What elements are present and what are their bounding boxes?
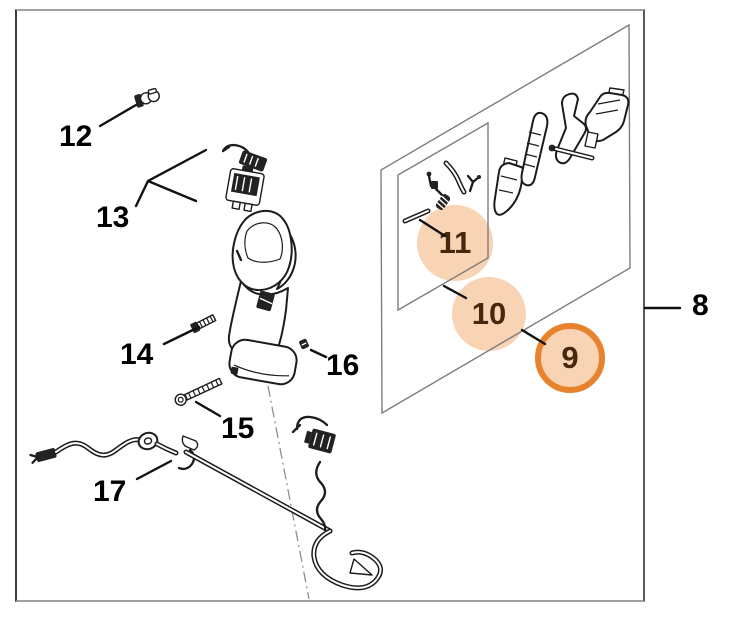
part-drawing-throttle-trigger bbox=[493, 157, 525, 216]
part-drawing-switch-housing bbox=[584, 87, 630, 149]
callout-label-17[interactable]: 17 bbox=[93, 475, 127, 508]
callout-label-8[interactable]: 8 bbox=[692, 289, 709, 322]
part-drawing-14 bbox=[190, 314, 217, 334]
callout-circle-9[interactable]: 9 bbox=[535, 323, 605, 393]
part-drawing-11-pin bbox=[402, 208, 431, 224]
part-drawing-small-parts bbox=[426, 160, 481, 210]
callout-number-10: 10 bbox=[471, 296, 507, 331]
callout-number-11: 11 bbox=[438, 225, 472, 260]
centerline bbox=[267, 385, 310, 600]
leader-16 bbox=[309, 348, 328, 359]
leader-15 bbox=[194, 400, 222, 418]
part-drawing-lever-with-pin bbox=[548, 92, 595, 165]
leader-14 bbox=[162, 325, 201, 346]
leader-11 bbox=[418, 218, 447, 238]
callout-label-15[interactable]: 15 bbox=[221, 412, 255, 445]
callout-label-13[interactable]: 13 bbox=[96, 201, 130, 234]
part-drawing-12 bbox=[134, 87, 160, 108]
leader-lines bbox=[98, 103, 682, 481]
callout-label-12[interactable]: 12 bbox=[59, 120, 93, 153]
callout-circle-10[interactable]: 10 bbox=[452, 277, 526, 351]
callout-circle-11[interactable]: 11 bbox=[417, 205, 493, 281]
leader-9 bbox=[520, 328, 547, 346]
part-drawing-16 bbox=[299, 338, 309, 350]
part-drawing-13 bbox=[221, 143, 268, 213]
part-drawing-15 bbox=[174, 377, 223, 406]
leader-13 bbox=[134, 148, 208, 208]
part-drawing-handle bbox=[227, 210, 298, 386]
drawing-frame bbox=[15, 9, 645, 602]
leader-10 bbox=[442, 284, 468, 300]
leader-17 bbox=[135, 459, 173, 481]
callout-label-16[interactable]: 16 bbox=[326, 349, 360, 382]
part-drawing-lockout-lever bbox=[520, 111, 549, 187]
leader-12 bbox=[98, 103, 138, 128]
callout-number-9: 9 bbox=[561, 340, 579, 375]
part-drawing-17 bbox=[29, 415, 384, 591]
group-box-10-outline bbox=[397, 121, 489, 312]
group-box-8-outline bbox=[380, 23, 631, 415]
callout-label-14[interactable]: 14 bbox=[120, 338, 154, 371]
